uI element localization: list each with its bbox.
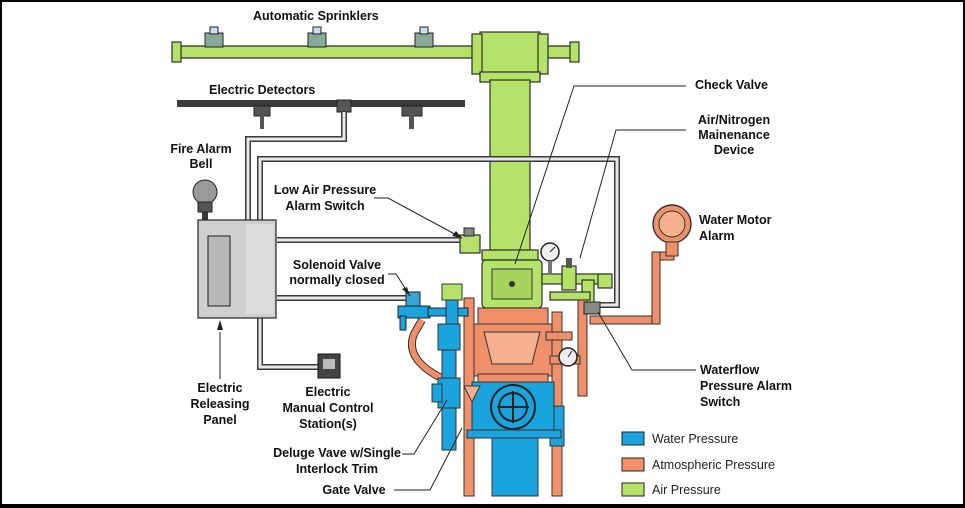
riser-pipe [489,79,531,253]
sprinkler-pipe [171,31,580,83]
label-releasing-panel-2: Releasing [190,397,249,411]
label-waterflow-3: Switch [700,395,740,409]
label-electric-detectors: Electric Detectors [209,83,315,97]
label-gate-valve: Gate Valve [322,483,385,497]
label-deluge-valve-1: Deluge Vave w/Single [273,446,401,460]
label-releasing-panel-1: Electric [197,381,242,395]
label-water-motor-1: Water Motor [699,213,772,227]
wiring [202,112,620,370]
label-solenoid-1: Solenoid Valve [293,258,381,272]
waterflow-pressure-alarm-switch [583,301,601,315]
water-motor-alarm [652,204,692,257]
air-pressure-gauge [540,242,560,275]
label-low-air-1: Low Air Pressure [274,183,376,197]
fire-alarm-bell [192,179,218,213]
electric-manual-control-station [317,353,341,379]
drain-funnel [463,385,481,404]
sprinkler-head [204,26,224,48]
label-fire-alarm-bell-1: Fire Alarm [170,142,231,156]
label-low-air-2: Alarm Switch [285,199,364,213]
label-air-nitrogen-2: Mainenance [698,128,770,142]
label-deluge-valve-2: Interlock Trim [296,462,378,476]
leader-lines [217,85,696,491]
label-releasing-panel-3: Panel [203,413,236,427]
check-valve [481,259,543,309]
legend-swatch-water [621,431,645,446]
legend-swatch-atmospheric [621,457,645,472]
legend: Water Pressure Atmospheric Pressure Air … [621,431,775,497]
legend-label-water: Water Pressure [652,432,738,446]
label-air-nitrogen-1: Air/Nitrogen [698,113,770,127]
sprinkler-head [307,26,327,48]
legend-label-air: Air Pressure [652,483,721,497]
label-manual-station-2: Manual Control [283,401,374,415]
label-solenoid-2: normally closed [289,273,384,287]
deluge-valve [471,307,555,385]
water-pressure-gauge [558,347,578,367]
label-fire-alarm-bell-2: Bell [190,157,213,171]
label-automatic-sprinklers: Automatic Sprinklers [253,9,379,23]
label-manual-station-3: Station(s) [299,417,357,431]
electric-releasing-panel [197,219,277,319]
label-waterflow-2: Pressure Alarm [700,379,792,393]
label-check-valve: Check Valve [695,78,768,92]
label-air-nitrogen-3: Device [714,143,754,157]
low-air-pressure-alarm-switch [459,227,481,254]
sprinkler-head [414,26,434,48]
electric-detector-line [177,99,465,129]
label-water-motor-2: Alarm [699,229,734,243]
legend-swatch-air [621,482,645,497]
legend-label-atmospheric: Atmospheric Pressure [652,458,775,472]
air-nitrogen-maintenance-device [541,258,613,305]
label-waterflow-1: Waterflow [700,363,760,377]
gate-valve [466,381,562,439]
label-manual-station-1: Electric [305,385,350,399]
